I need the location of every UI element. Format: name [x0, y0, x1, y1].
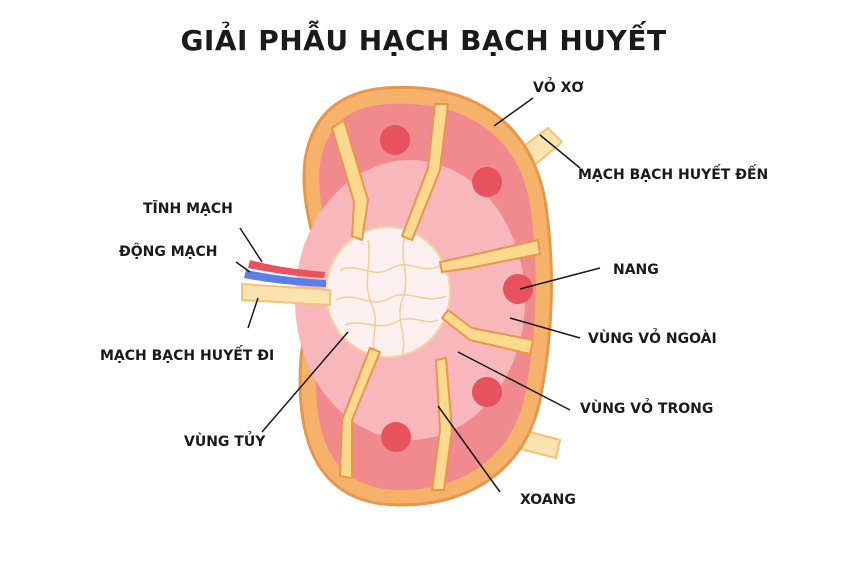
label-artery: ĐỘNG MẠCH [119, 244, 218, 260]
leader-lines [235, 97, 601, 493]
label-vein: TĨNH MẠCH [143, 201, 233, 217]
label-inner-cortex: VÙNG VỎ TRONG [580, 401, 714, 417]
medullary-cords [335, 235, 447, 356]
label-outer-cortex: VÙNG VỎ NGOÀI [588, 331, 717, 347]
diagram-title: GIẢI PHẪU HẠCH BẠCH HUYẾT [180, 24, 667, 57]
follicles [380, 125, 533, 452]
medulla-shape [325, 226, 451, 358]
trabeculae [331, 103, 541, 491]
label-sinus: XOANG [520, 492, 576, 508]
label-follicle: NANG [613, 262, 659, 278]
label-fibrous-capsule: VỎ XƠ [533, 80, 584, 96]
hilum-vessels [241, 260, 331, 307]
label-efferent-lymph: MẠCH BẠCH HUYẾT ĐI [100, 348, 275, 364]
label-afferent-lymph: MẠCH BẠCH HUYẾT ĐẾN [578, 167, 769, 183]
label-medulla: VÙNG TỦY [184, 434, 266, 450]
